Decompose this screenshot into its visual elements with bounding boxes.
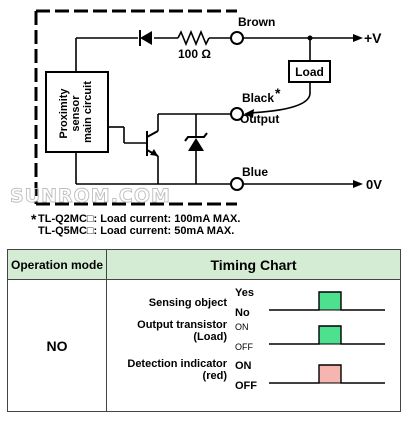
terminal-blue-label: Blue — [242, 165, 268, 179]
pulse-high — [318, 325, 342, 345]
waveform — [269, 325, 385, 345]
terminal-black-label: Black — [242, 91, 274, 105]
watermark: SUNROM.COM — [10, 185, 171, 207]
level-low-label: No — [235, 307, 250, 319]
col-header-timing-chart: Timing Chart — [106, 249, 401, 280]
black-note-mark: * — [275, 85, 281, 101]
circuit-diagram: 100 Ω Proximity sensor main circuit Br — [10, 9, 382, 207]
load-label: Load — [295, 65, 324, 79]
supply-zero-label: 0V — [366, 177, 382, 192]
supply-arrow-positive — [353, 34, 363, 42]
sensor-housing — [34, 9, 237, 206]
main-circuit-label: Proximity sensor main circuit — [58, 81, 94, 143]
signal-label: Output transistor(Load) — [137, 319, 228, 343]
note-line: TL-Q2MC□: Load current: 100mA MAX. — [38, 213, 241, 225]
level-low-label: OFF — [235, 380, 257, 392]
pulse-high — [318, 364, 342, 384]
npn-transistor — [146, 130, 159, 157]
col-header-operation-mode: Operation mode — [7, 249, 107, 280]
diode-symbol — [139, 30, 152, 46]
timing-table: Operation mode Timing Chart NO Sensing o… — [7, 249, 401, 412]
level-high-label: ON — [235, 322, 249, 332]
wire-arrowhead — [244, 109, 254, 118]
terminal-brown — [230, 31, 244, 45]
junction-dot — [307, 35, 313, 41]
terminal-black — [230, 107, 244, 121]
level-high-label: ON — [235, 360, 252, 372]
note-line: TL-Q5MC□: Load current: 50mA MAX. — [38, 225, 235, 237]
supply-arrow-zero — [353, 180, 363, 188]
level-low-label: OFF — [235, 342, 253, 352]
signal-label: Detection indicator(red) — [127, 358, 227, 382]
terminal-blue — [230, 177, 244, 191]
waveform — [269, 291, 385, 311]
note-mark: * — [31, 211, 37, 227]
zener-diode — [184, 132, 208, 151]
pulse-high — [318, 291, 342, 311]
terminal-brown-label: Brown — [238, 15, 275, 29]
resistor-label: 100 Ω — [178, 47, 211, 61]
terminals — [230, 31, 244, 191]
internal-wiring — [75, 113, 231, 185]
level-high-label: Yes — [235, 287, 254, 299]
supply-positive-label: +V — [364, 30, 382, 46]
operation-mode-value: NO — [7, 279, 107, 412]
top-branch — [75, 29, 231, 72]
signal-label: Sensing object — [149, 297, 228, 309]
waveform — [269, 364, 385, 384]
external-wiring — [243, 37, 355, 185]
main-circuit-box — [45, 71, 109, 153]
load-box — [288, 60, 331, 83]
